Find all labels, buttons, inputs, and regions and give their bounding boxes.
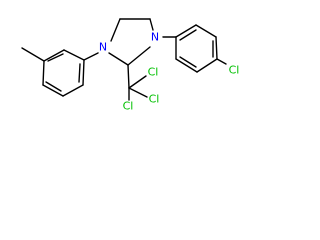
bond	[42, 60, 45, 86]
bond	[179, 56, 197, 68]
bond	[149, 18, 154, 31]
bond	[128, 75, 147, 89]
tolyl-ring	[42, 49, 85, 97]
bond	[110, 18, 121, 42]
atom-cl-aryl: Cl	[229, 64, 240, 77]
atom-n-left: N	[99, 41, 107, 54]
bond	[63, 49, 85, 61]
bond	[175, 58, 198, 73]
bond	[78, 63, 81, 83]
bond	[215, 36, 218, 60]
bond	[43, 49, 65, 62]
bond	[127, 64, 130, 89]
bond	[47, 53, 64, 62]
bond	[45, 81, 62, 92]
bond	[128, 87, 148, 98]
bond	[62, 84, 84, 97]
bond	[175, 24, 197, 38]
methyl-bond	[21, 47, 45, 62]
atom-cl-top: Cl	[148, 66, 159, 79]
bond	[216, 58, 227, 65]
atom-cl-bottom: Cl	[123, 100, 134, 113]
bond	[42, 84, 64, 97]
bond	[108, 52, 129, 66]
bond	[127, 46, 151, 66]
atom-n-right: N	[151, 31, 159, 44]
imidazolidine-ring	[108, 18, 154, 66]
trichloromethyl-group	[127, 64, 148, 101]
bond	[83, 52, 99, 61]
chlorophenyl-ring	[162, 24, 218, 73]
molecule-diagram: N N Cl Cl Cl Cl	[21, 18, 240, 113]
bond	[196, 58, 218, 73]
bond	[195, 24, 217, 38]
atom-cl-right: Cl	[149, 93, 160, 106]
bond	[82, 59, 85, 86]
bond	[179, 29, 197, 41]
